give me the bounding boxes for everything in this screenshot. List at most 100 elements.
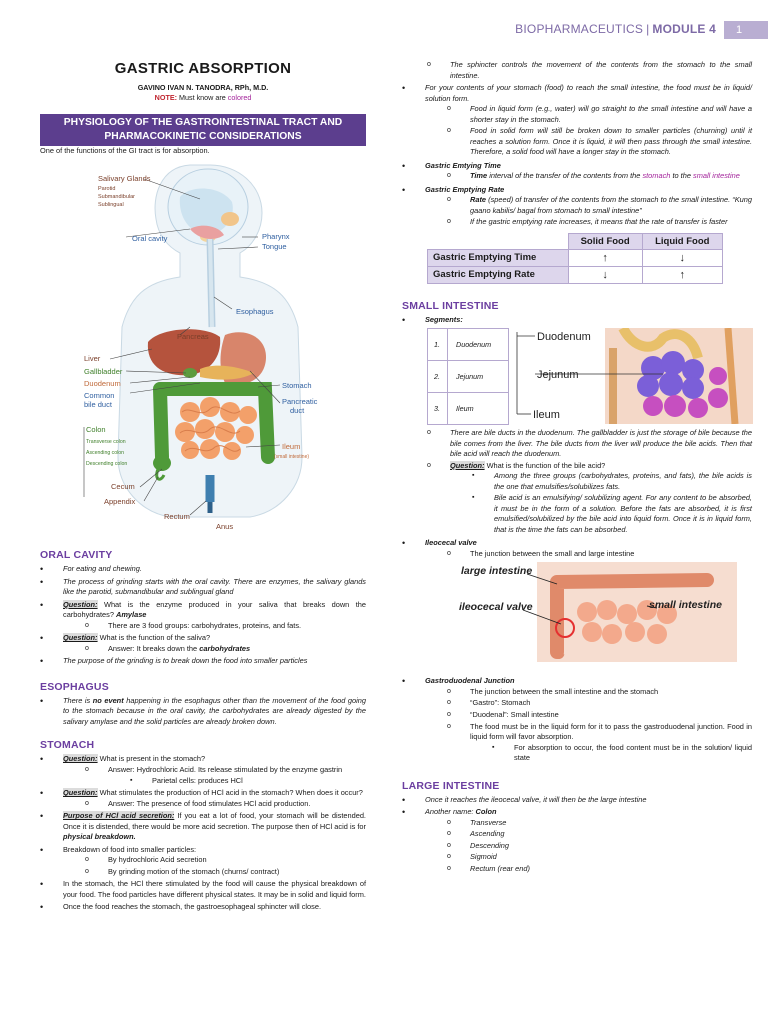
label-common-bile-duct-1: Common bbox=[84, 391, 114, 400]
gi-tract-illustration: Salivary Glands Parotid Submandibular Su… bbox=[83, 164, 318, 531]
segment-name: Jejunum bbox=[447, 360, 509, 394]
label-submandibular: Submandibular bbox=[98, 194, 135, 200]
table-row-label: Gastric Emptying Rate bbox=[427, 265, 569, 284]
list-item: Rectum (rear end) bbox=[447, 864, 752, 875]
list-item: Sigmoid bbox=[447, 852, 752, 863]
esophagus-heading: ESOPHAGUS bbox=[40, 680, 109, 693]
label-tongue: Tongue bbox=[262, 242, 287, 251]
course-name: BIOPHARMACEUTICS bbox=[515, 22, 644, 36]
list-item: Question: What stimulates the production… bbox=[40, 787, 366, 810]
list-item: The junction between the small and large… bbox=[447, 549, 752, 560]
small-intestine-illustration: Duodenum Jejunum Ileum bbox=[516, 328, 753, 425]
list-item: The purpose of the grinding is to break … bbox=[40, 655, 366, 667]
segment-number: 2. bbox=[427, 360, 448, 394]
segment-name: Duodenum bbox=[447, 328, 509, 362]
list-item: Once it reaches the ileocecal valve, it … bbox=[402, 794, 752, 806]
label-pancreatic-duct-1: Pancreatic bbox=[282, 397, 318, 406]
list-item: If the gastric emptying rate increases, … bbox=[447, 217, 752, 228]
list-item: Answer: Hydrochloric Acid. Its release s… bbox=[85, 765, 366, 786]
stomach-list: Question: What is present in the stomach… bbox=[40, 753, 366, 913]
label-ascending-colon: Ascending colon bbox=[86, 450, 124, 456]
document-title: GASTRIC ABSORPTION bbox=[114, 60, 292, 77]
section-banner: PHYSIOLOGY OF THE GASTROINTESTINAL TRACT… bbox=[40, 114, 366, 146]
label-salivary-glands: Salivary Glands bbox=[98, 174, 151, 183]
list-item: Question: What is the function of the sa… bbox=[40, 632, 366, 654]
label-pancreas: Pancreas bbox=[177, 332, 209, 341]
table-header-cell bbox=[427, 232, 569, 250]
list-item: Segments: bbox=[402, 314, 752, 326]
table-row-label: Gastric Emptying Time bbox=[427, 248, 569, 267]
note-line: NOTE: Must know are colored bbox=[40, 93, 366, 102]
list-item: For eating and chewing. bbox=[40, 563, 366, 575]
table-cell: ↑ bbox=[567, 248, 643, 267]
gi-tract-diagram: Salivary Glands Parotid Submandibular Su… bbox=[40, 157, 366, 539]
list-item: By hydrochloric Acid secretion bbox=[85, 855, 366, 866]
table-cell: ↓ bbox=[641, 248, 724, 267]
list-item: Gastric Emptying Rate Rate (speed) of tr… bbox=[402, 184, 752, 228]
list-item: Transverse bbox=[447, 818, 752, 829]
label-esophagus: Esophagus bbox=[236, 307, 274, 316]
table-row: 3.Ileum bbox=[427, 392, 509, 426]
header-title: BIOPHARMACEUTICS|MODULE 4 bbox=[515, 22, 716, 36]
list-item: “Duodenal”: Small intestine bbox=[447, 710, 752, 721]
small-intestine-list: Segments: bbox=[402, 314, 752, 326]
ileocecal-figure: large intestine ileocecal valve small in… bbox=[457, 562, 743, 663]
list-item: Descending bbox=[447, 841, 752, 852]
table-row: Gastric Emptying Time ↑ ↓ bbox=[427, 248, 724, 267]
label-small-intestine: (small intestine) bbox=[274, 454, 309, 460]
label-pharynx: Pharynx bbox=[262, 232, 290, 241]
list-item: Once the food reaches the stomach, the g… bbox=[40, 901, 366, 913]
list-item: Gastroduodenal Junction The junction bet… bbox=[402, 675, 752, 763]
list-item: Rate (speed) of transfer of the contents… bbox=[447, 195, 752, 216]
label-pancreatic-duct-2: duct bbox=[290, 406, 305, 415]
segments-figure: 1.Duodenum 2.Jejunum 3.Ileum D bbox=[427, 328, 753, 428]
list-item: Gastric Emtying Time Time interval of th… bbox=[402, 160, 752, 182]
label-ileum: Ileum bbox=[282, 442, 300, 451]
table-cell: ↓ bbox=[567, 265, 643, 284]
list-item: Answer: The presence of food stimulates … bbox=[85, 799, 366, 810]
label-oral-cavity: Oral cavity bbox=[132, 234, 168, 243]
ic-label-ileocecal-valve: ileocecal valve bbox=[459, 601, 533, 613]
ic-label-large-intestine: large intestine bbox=[461, 565, 532, 577]
label-parotid: Parotid bbox=[98, 186, 115, 192]
segment-number: 1. bbox=[427, 328, 448, 362]
label-stomach: Stomach bbox=[282, 381, 312, 390]
list-item: For your contents of your stomach (food)… bbox=[402, 82, 752, 158]
label-common-bile-duct-2: bile duct bbox=[84, 400, 113, 409]
label-colon: Colon bbox=[86, 425, 106, 434]
list-item: Question: What is the enzyme produced in… bbox=[40, 599, 366, 632]
gastric-emptying-table: Solid Food Liquid Food Gastric Emptying … bbox=[427, 232, 724, 284]
sphincter-list: The sphincter controls the movement of t… bbox=[402, 60, 752, 81]
bile-list: There are bile ducts in the duodenum. Th… bbox=[402, 428, 752, 535]
list-item: Ascending bbox=[447, 829, 752, 840]
ic-label-small-intestine: small intestine bbox=[649, 599, 722, 611]
list-item: Purpose of HCl acid secretion: If you ea… bbox=[40, 810, 366, 843]
table-header-cell: Solid Food bbox=[567, 232, 643, 250]
label-anus: Anus bbox=[216, 522, 233, 531]
ileocecal-list: Ileocecal valve The junction between the… bbox=[402, 537, 752, 560]
label-cecum: Cecum bbox=[111, 482, 135, 491]
list-item: In the stomach, the HCl there stimulated… bbox=[40, 878, 366, 900]
table-header-cell: Liquid Food bbox=[641, 232, 724, 250]
list-item: Ileocecal valve The junction between the… bbox=[402, 537, 752, 560]
stomach-contents-list: For your contents of your stomach (food)… bbox=[402, 82, 752, 228]
list-item: Another name: Colon Transverse Ascending… bbox=[402, 806, 752, 875]
gastroduodenal-list: Gastroduodenal Junction The junction bet… bbox=[402, 675, 752, 763]
note-colored: colored bbox=[227, 93, 252, 102]
esophagus-list: There is no event happening in the esoph… bbox=[40, 695, 366, 728]
list-item: Food in solid form will still be broken … bbox=[447, 126, 752, 158]
intro-text: One of the functions of the GI tract is … bbox=[40, 145, 210, 155]
label-liver: Liver bbox=[84, 354, 101, 363]
list-item: Question: What is the function of the bi… bbox=[427, 460, 752, 536]
list-item: Bile acid is an emulsifying/ solubilizin… bbox=[472, 493, 752, 535]
list-item: The process of grinding starts with the … bbox=[40, 576, 366, 598]
list-item: There are bile ducts in the duodenum. Th… bbox=[427, 428, 752, 460]
large-intestine-heading: LARGE INTESTINE bbox=[402, 779, 500, 792]
table-row: 1.Duodenum bbox=[427, 328, 509, 362]
label-sublingual: Sublingual bbox=[98, 202, 124, 208]
image-label-duodenum: Duodenum bbox=[537, 331, 591, 343]
left-column: GASTRIC ABSORPTION GAVINO IVAN N. TANODR… bbox=[40, 56, 366, 915]
table-header-row: Solid Food Liquid Food bbox=[427, 232, 724, 250]
page-number: 1 bbox=[724, 21, 768, 39]
list-item: Question: What is present in the stomach… bbox=[40, 753, 366, 786]
